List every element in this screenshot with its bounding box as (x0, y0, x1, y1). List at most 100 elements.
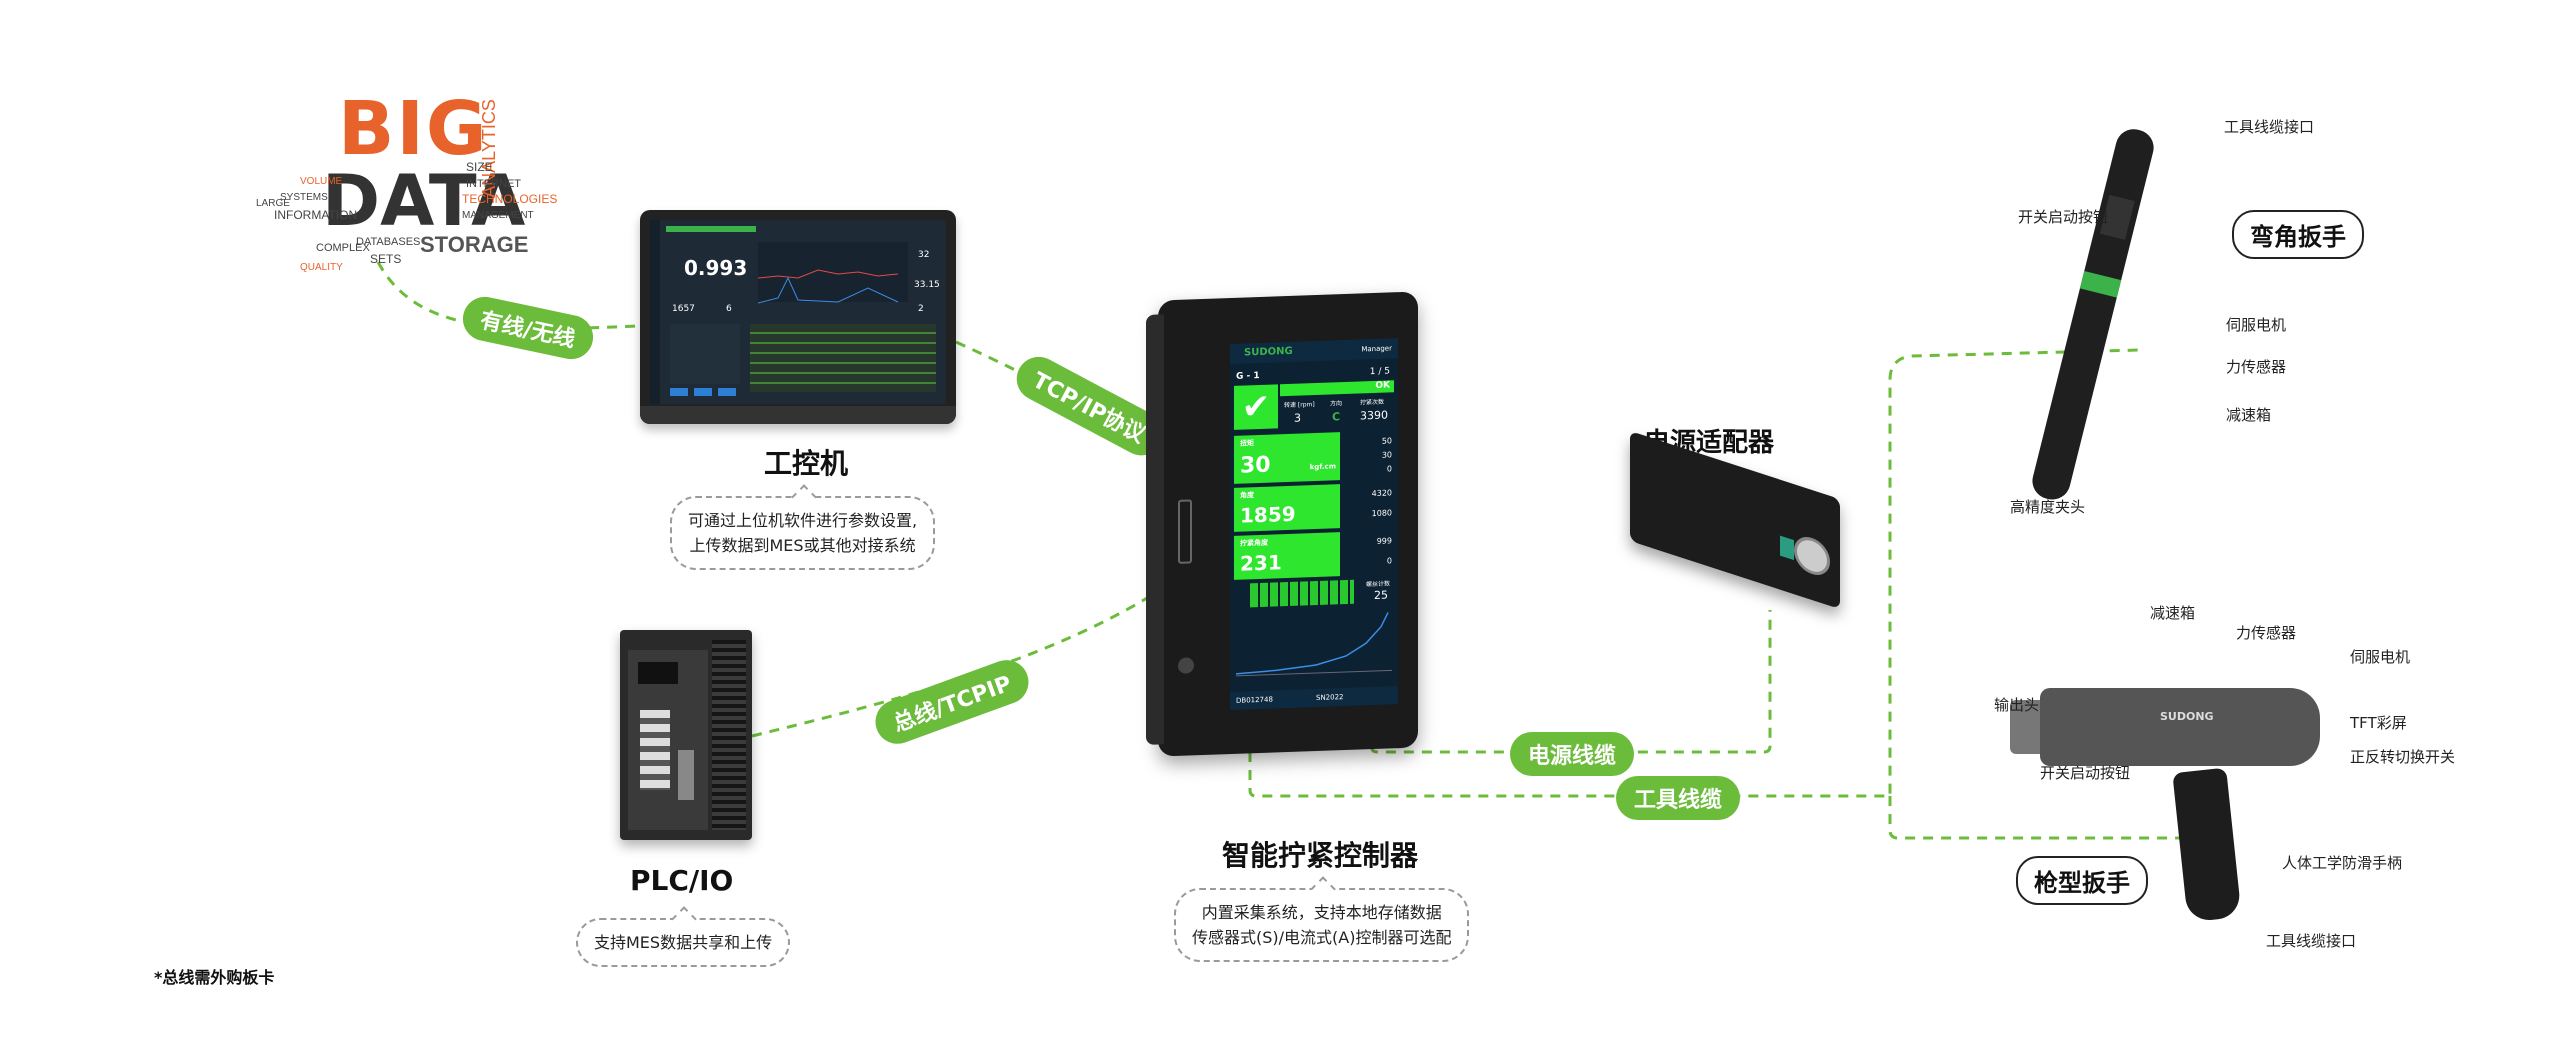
controller-r3: 0 (1386, 464, 1392, 474)
dir-value: C (1332, 410, 1341, 424)
ipc-value: 32 (918, 250, 930, 260)
gun-type-wrench-tag: 枪型扳手 (2016, 856, 2148, 905)
callout-force-sensor: 力传感器 (2236, 624, 2297, 642)
plc-description: 支持MES数据共享和上传 (576, 918, 791, 967)
right-angle-wrench-tag: 弯角扳手 (2232, 210, 2364, 259)
callout-ergonomic-handle: 人体工学防滑手柄 (2282, 854, 2403, 872)
bigdata-word: QUALITY (300, 262, 343, 273)
bigdata-word: SIZE (466, 160, 493, 174)
bigdata-word: TECHNOLOGIES (462, 192, 558, 206)
controller-serial: DB012748 (1236, 695, 1273, 705)
total-label: 拧紧次数 (1360, 398, 1385, 407)
bigdata-word: MANAGEMENT (462, 210, 534, 221)
label-power-cable: 电源线缆 (1510, 732, 1635, 776)
callout-switch-button: 开关启动按钮 (2040, 764, 2131, 782)
controller-r4: 4320 (1371, 488, 1392, 499)
ipc-desc-line1: 可通过上位机软件进行参数设置, (688, 511, 918, 530)
speed-label: 转速 [rpm] (1284, 401, 1315, 410)
angle-box: 角度 1859 (1234, 484, 1340, 532)
controller-description: 内置采集系统，支持本地存储数据 传感器式(S)/电流式(A)控制器可选配 (1174, 888, 1470, 962)
callout-force-sensor: 力传感器 (2226, 358, 2287, 376)
angle-value: 1859 (1240, 501, 1296, 528)
bigdata-word: INFORMATION (274, 208, 358, 222)
controller-curve-chart (1236, 612, 1392, 677)
bigdata-word: LARGE (256, 198, 290, 209)
ipc-value: 2 (918, 304, 924, 314)
line-plc-controller (751, 588, 1161, 738)
controller-r7: 0 (1386, 556, 1392, 566)
count-value: 25 (1374, 588, 1388, 602)
bigdata-data: DATA (322, 160, 526, 242)
bigdata-word: STORAGE (420, 232, 529, 257)
bigdata-word: SYSTEMS (280, 192, 328, 203)
callout-tool-cable-port: 工具线缆接口 (2224, 118, 2315, 136)
callout-servo-motor: 伺服电机 (2226, 316, 2287, 334)
bigdata-word: VOLUME (300, 176, 343, 187)
label-tool-cable: 工具线缆 (1616, 776, 1741, 820)
line-power (1370, 610, 1772, 754)
dir-label: 方向 (1330, 400, 1343, 408)
callout-gearbox: 减速箱 (2226, 406, 2272, 424)
controller-status: OK (1280, 380, 1394, 397)
callout-direction-switch: 正反转切换开关 (2350, 748, 2456, 766)
gun-brand: SUDONG (2160, 710, 2214, 723)
controller-r2: 30 (1381, 450, 1392, 460)
controller-group: G - 1 (1236, 370, 1260, 382)
controller-check-icon: ✔ (1234, 384, 1278, 430)
callout-switch-button: 开关启动按钮 (2018, 208, 2109, 226)
callout-tft-screen: TFT彩屏 (2350, 714, 2407, 732)
ipc-title: 工控机 (764, 447, 849, 480)
torque-unit: kgf.cm (1309, 462, 1336, 472)
total-value: 3390 (1360, 408, 1388, 423)
controller-code: SN2022 (1316, 693, 1344, 703)
controller-r6: 999 (1376, 536, 1392, 546)
bigdata-word: DATABASES (356, 236, 421, 248)
bigdata-word: COMPLEX (316, 242, 370, 254)
industrial-pc-monitor: 0.993 1657 6 32 33.15 2 (640, 210, 956, 424)
plc-title: PLC/IO (630, 864, 734, 897)
controller-desc-line2: 传感器式(S)/电流式(A)控制器可选配 (1192, 928, 1452, 947)
controller-manager[interactable]: Manager (1361, 344, 1392, 354)
controller-desc-line1: 内置采集系统，支持本地存储数据 (1201, 903, 1442, 922)
screw-grid (1250, 579, 1354, 608)
speed-value: 3 (1294, 411, 1301, 425)
controller-brand: SUDONG (1244, 345, 1293, 359)
ipc-line-chart (758, 269, 899, 304)
callout-precision-chuck: 高精度夹头 (2010, 498, 2086, 516)
controller-title: 智能拧紧控制器 (1222, 839, 1419, 872)
line-tool (1248, 348, 2141, 798)
controller-r1: 50 (1381, 436, 1392, 446)
time-box: 拧紧角度 231 (1234, 532, 1340, 580)
callout-servo-motor: 伺服电机 (2350, 648, 2411, 666)
ipc-value: 6 (726, 304, 732, 314)
ipc-desc-line2: 上传数据到MES或其他对接系统 (689, 536, 916, 555)
gun-type-wrench-body: SUDONG (2040, 688, 2320, 766)
ipc-description: 可通过上位机软件进行参数设置, 上传数据到MES或其他对接系统 (670, 496, 936, 570)
controller-r5: 1080 (1371, 508, 1392, 519)
callout-output-head: 输出头 (1994, 696, 2040, 714)
torque-box: 扭矩 30 kgf.cm (1234, 432, 1340, 484)
callout-tool-cable-port: 工具线缆接口 (2266, 932, 2357, 950)
controller-page: 1 / 5 (1369, 366, 1390, 378)
ipc-main-value: 0.993 (684, 256, 748, 280)
tightening-controller-device: SUDONG Manager G - 1 1 / 5 ✔ OK 转速 [rpm]… (1146, 291, 1418, 757)
ipc-value: 1657 (672, 304, 695, 314)
plc-device (620, 630, 752, 840)
footnote: *总线需外购板卡 (154, 968, 275, 987)
count-label: 螺丝计数 (1365, 580, 1390, 589)
bigdata-word: INTERNET (466, 178, 521, 190)
bigdata-big: BIG (338, 86, 489, 172)
bigdata-word: SETS (370, 252, 402, 266)
ipc-value: 33.15 (914, 280, 940, 290)
ipc-screen: 0.993 1657 6 32 33.15 2 (650, 220, 946, 404)
line-bigdata-ipc (376, 261, 641, 331)
line-tool-gun (1888, 796, 2180, 840)
torque-value: 30 (1240, 452, 1271, 479)
time-value: 231 (1240, 550, 1282, 576)
controller-screen: SUDONG Manager G - 1 1 / 5 ✔ OK 转速 [rpm]… (1230, 338, 1398, 711)
callout-gearbox: 减速箱 (2150, 604, 2196, 622)
time-label: 拧紧角度 (1240, 538, 1268, 548)
torque-label: 扭矩 (1240, 439, 1254, 448)
ipc-table (750, 324, 936, 392)
angle-label: 角度 (1240, 491, 1254, 500)
